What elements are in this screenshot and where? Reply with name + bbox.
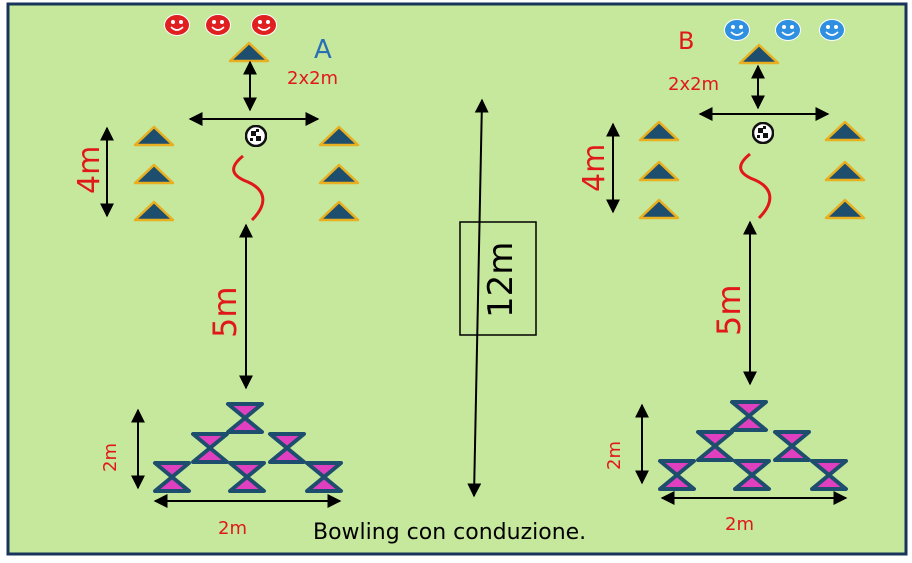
team-a-players (164, 14, 277, 36)
field-length-arrow (467, 98, 489, 498)
team-a-cone-spacing-label: 4m (72, 146, 107, 194)
team-b-pins-height-label: 2m (604, 441, 625, 470)
team-a-square-label: 2x2m (287, 68, 338, 89)
team-b-distance-label: 5m (710, 284, 748, 336)
ball-icon (752, 122, 774, 144)
ball-icon (245, 125, 267, 147)
team-b-label: B (678, 27, 694, 55)
player-face-icon (251, 14, 277, 36)
team-b-square-label: 2x2m (668, 74, 719, 95)
team-b-players (724, 19, 845, 41)
team-b-dribble-path (739, 152, 772, 220)
diagram-title: Bowling con conduzione. (313, 520, 586, 545)
team-a-pins-height-label: 2m (100, 443, 121, 472)
field-area (6, 2, 908, 556)
player-face-icon (819, 19, 845, 41)
player-face-icon (775, 19, 801, 41)
field-length-box (459, 221, 537, 336)
team-b-pins-width-label: 2m (725, 514, 754, 535)
field-length-label: 12m (481, 242, 521, 318)
player-face-icon (724, 19, 750, 41)
team-a-dribble-path (232, 154, 265, 222)
team-a-label: A (314, 35, 332, 65)
player-face-icon (164, 14, 190, 36)
team-b-cone-spacing-label: 4m (577, 144, 612, 192)
team-a-distance-label: 5m (206, 286, 244, 338)
player-face-icon (205, 14, 231, 36)
team-a-pins-width-label: 2m (218, 518, 247, 539)
